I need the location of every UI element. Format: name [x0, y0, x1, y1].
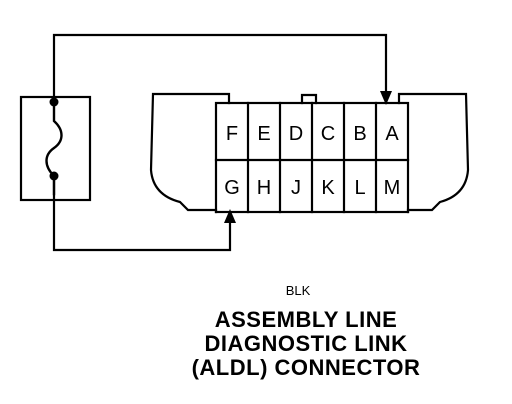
pin-l: L: [354, 177, 365, 199]
arrow-up-icon: [224, 209, 236, 223]
fuse-terminal-top: [49, 97, 59, 107]
pin-h: H: [257, 177, 271, 199]
pin-b: B: [353, 123, 366, 145]
pin-d: D: [289, 123, 303, 145]
fuse-icon: [45, 100, 63, 196]
wire-to-pin-a: [52, 33, 388, 104]
connector-key: [300, 93, 318, 105]
pin-g: G: [224, 177, 240, 199]
pin-m: M: [384, 177, 401, 199]
connector-body: [149, 92, 470, 214]
connector-title-line-2: DIAGNOSTIC LINK: [204, 331, 408, 356]
pin-j: J: [291, 177, 301, 199]
wire-color-label: BLK: [285, 283, 311, 298]
arrow-down-icon: [380, 91, 392, 105]
connector-title-line-1: ASSEMBLY LINE: [214, 307, 398, 332]
fuse-terminal-bottom: [49, 171, 59, 181]
pin-e: E: [257, 123, 270, 145]
wire-to-pin-g: [52, 174, 232, 252]
connector-title-line-3: (ALDL) CONNECTOR: [191, 355, 421, 380]
pin-k: K: [321, 177, 335, 199]
pin-f: F: [226, 123, 238, 145]
pin-c: C: [321, 123, 335, 145]
fuse-box: [19, 95, 92, 202]
pin-a: A: [385, 123, 399, 145]
